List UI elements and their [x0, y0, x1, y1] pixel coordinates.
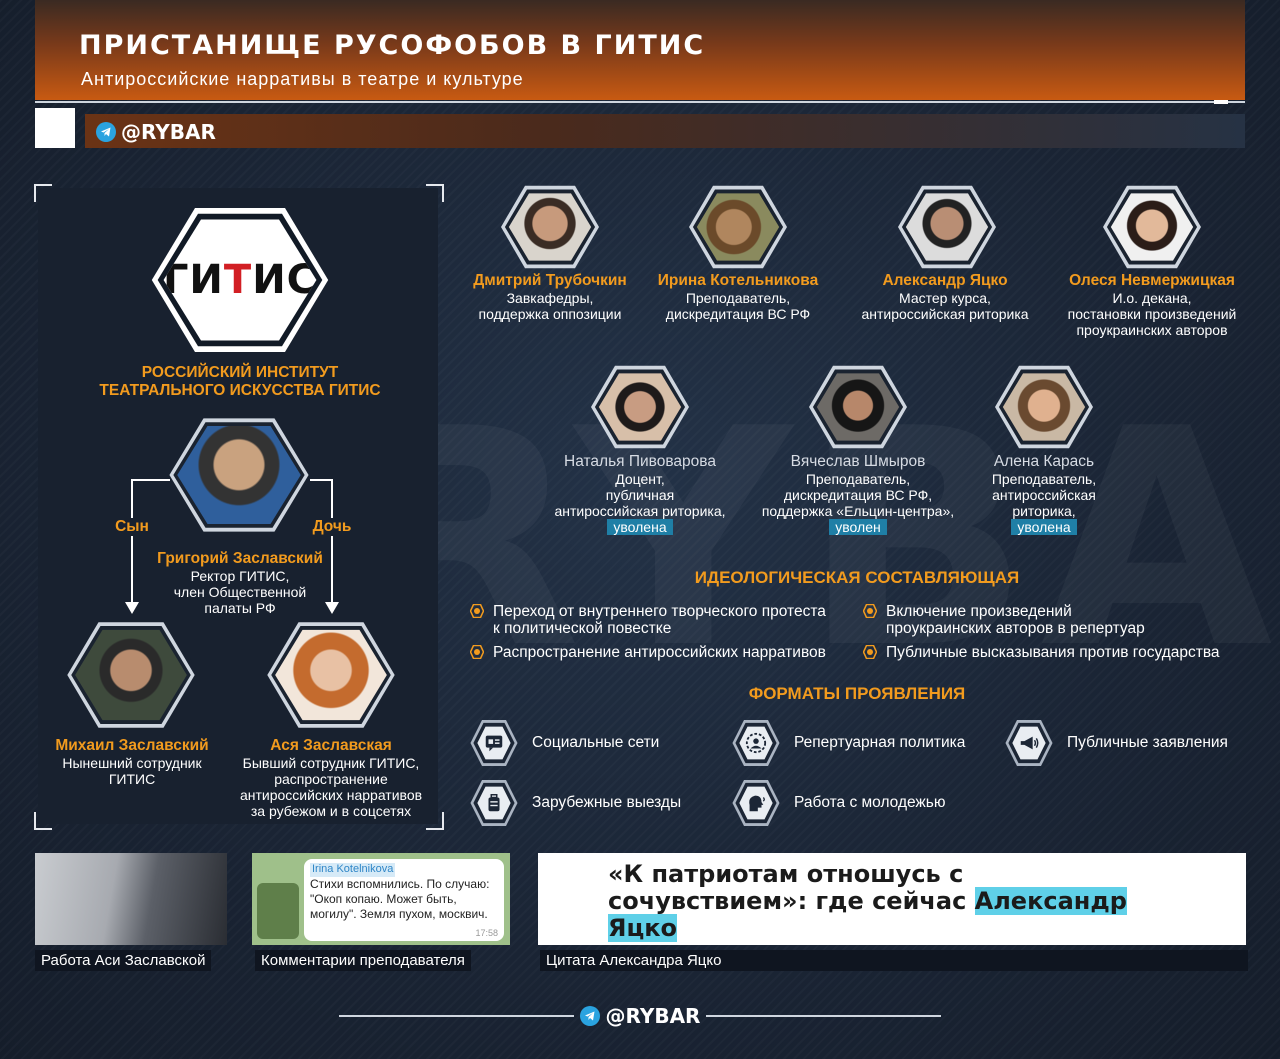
evidence-caption: Комментарии преподавателя: [255, 950, 471, 971]
format-item: Репертуарная политика: [732, 719, 965, 767]
format-item: Публичные заявления: [1005, 719, 1228, 767]
rector-info: Григорий Заславский Ректор ГИТИС, член О…: [157, 550, 323, 616]
person-card: Алена Карась Преподаватель, антироссийск…: [991, 453, 1097, 536]
bullet-icon: [470, 604, 484, 618]
quote-headline: «К патриотам отношусь с сочувствием»: гд…: [608, 860, 1127, 942]
chat-message: Стихи вспомнились. По случаю: "Окоп копа…: [310, 876, 490, 921]
ideology-item: Распространение антироссийских нарративо…: [470, 644, 860, 661]
evidence-caption: Работа Аси Заславской: [35, 950, 212, 971]
telegram-icon: [96, 122, 116, 142]
channel-bar: [85, 114, 1245, 148]
header-banner: ПРИСТАНИЩЕ РУСОФОБОВ В ГИТИС Антироссийс…: [35, 0, 1245, 100]
evidence-image-quote[interactable]: «К патриотам отношусь с сочувствием»: гд…: [538, 853, 1246, 945]
ideology-title: ИДЕОЛОГИЧЕСКАЯ СОСТАВЛЯЮЩАЯ: [694, 568, 1020, 587]
award-icon: [745, 732, 767, 754]
daughter-portrait: [266, 620, 396, 730]
person-portrait: [897, 184, 997, 270]
suitcase-icon: [488, 794, 500, 812]
bullet-icon: [470, 645, 484, 659]
megaphone-icon: [1020, 736, 1039, 750]
frame-corner: [426, 812, 444, 830]
person-portrait: [1102, 184, 1202, 270]
format-item: Работа с молодежью: [732, 779, 946, 827]
footer-channel[interactable]: @RYBAR: [605, 1004, 701, 1028]
gitis-logo-text: ГИТИС: [162, 257, 318, 303]
person-card: Наталья Пивоварова Доцент, публичная ант…: [554, 453, 726, 536]
daughter-label: Дочь: [302, 518, 362, 536]
header-divider-mark: [1214, 100, 1228, 104]
speaking-head-icon: [749, 795, 765, 812]
person-portrait: [500, 184, 600, 270]
institute-name: РОССИЙСКИЙ ИНСТИТУТ ТЕАТРАЛЬНОГО ИСКУССТ…: [99, 364, 381, 399]
chat-author: Irina Kotelnikova: [310, 863, 396, 877]
person-portrait: [590, 364, 690, 450]
person-card: Олеся Невмержицкая И.о. декана, постанов…: [1067, 272, 1237, 338]
daughter-info: Ася Заславская Бывший сотрудник ГИТИС, р…: [239, 737, 423, 820]
chat-icon: [485, 735, 503, 752]
page-subtitle: Антироссийские нарративы в театре и куль…: [81, 69, 524, 89]
chat-bubble: Irina Kotelnikova Стихи вспомнились. По …: [304, 859, 504, 941]
header-divider: [35, 101, 1245, 103]
bullet-icon: [863, 604, 877, 618]
ideology-item: Переход от внутреннего творческого проте…: [470, 603, 860, 637]
person-portrait: [808, 364, 908, 450]
person-card: Дмитрий Трубочкин Завкафедры, поддержка …: [473, 272, 627, 322]
ideology-item: Публичные высказывания против государств…: [863, 644, 1263, 661]
channel-name: @RYBAR: [121, 120, 216, 144]
format-item: Зарубежные выезды: [470, 779, 681, 827]
status-badge: уволена: [607, 519, 673, 536]
family-arrows: [125, 479, 339, 614]
status-badge: уволен: [829, 519, 887, 536]
evidence-caption: Цитата Александра Яцко: [540, 950, 1248, 971]
page-title: ПРИСТАНИЩЕ РУСОФОБОВ В ГИТИС: [79, 30, 706, 61]
telegram-icon: [579, 1006, 600, 1026]
person-card: Александр Яцко Мастер курса, антироссийс…: [861, 272, 1029, 322]
format-item: Социальные сети: [470, 719, 659, 767]
person-portrait: [994, 364, 1094, 450]
evidence-image-map[interactable]: [35, 853, 227, 945]
chat-time: 17:58: [475, 927, 498, 938]
bullet-icon: [863, 645, 877, 659]
person-card: Вячеслав Шмыров Преподаватель, дискредит…: [761, 453, 955, 536]
avatar: [257, 883, 299, 939]
evidence-image-chat[interactable]: Irina Kotelnikova Стихи вспомнились. По …: [252, 853, 510, 945]
formats-title: ФОРМАТЫ ПРОЯВЛЕНИЯ: [748, 684, 966, 703]
son-portrait: [66, 620, 196, 730]
frame-corner: [426, 184, 444, 202]
person-portrait: [688, 184, 788, 270]
frame-corner: [34, 812, 52, 830]
person-card: Ирина Котельникова Преподаватель, дискре…: [657, 272, 819, 322]
son-label: Сын: [100, 518, 164, 536]
channel-link[interactable]: @RYBAR: [96, 120, 216, 144]
son-info: Михаил Заславский Нынешний сотрудник ГИТ…: [55, 737, 209, 787]
frame-corner: [34, 184, 52, 202]
gitis-logo: ГИТИС: [150, 205, 330, 355]
footer: @RYBAR: [0, 1004, 1280, 1028]
qr-code[interactable]: [35, 108, 75, 148]
rector-portrait: [168, 416, 310, 534]
status-badge: уволена: [1011, 519, 1077, 536]
